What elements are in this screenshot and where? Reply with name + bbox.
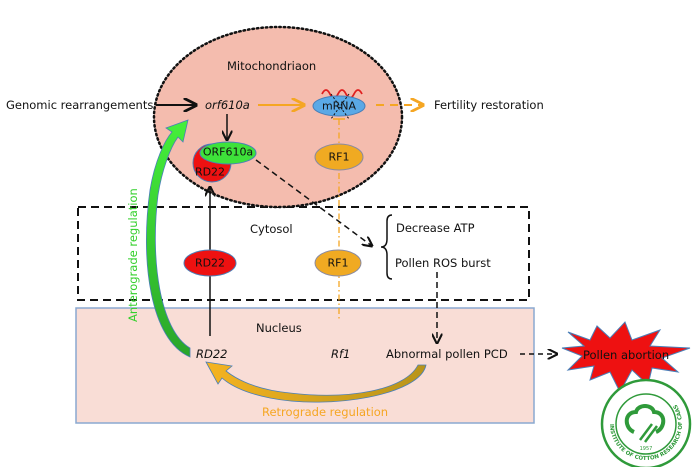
mitochondrion-label: Mitochondriaon bbox=[227, 59, 316, 73]
rd22-gene-label: RD22 bbox=[196, 347, 227, 361]
rd22-complex-label: RD22 bbox=[195, 166, 225, 179]
nucleus-compartment bbox=[75, 307, 535, 424]
orf610a-to-effects-arrow bbox=[255, 159, 372, 246]
genomic-rearrangements-label: Genomic rearrangements bbox=[6, 98, 153, 112]
anterograde-arrow bbox=[146, 119, 191, 358]
mrna-node: mRNA bbox=[312, 93, 366, 120]
logo-year: 1957 bbox=[640, 446, 653, 452]
rf1-gene-label: Rf1 bbox=[331, 347, 350, 361]
orf610a-gene-label: orf610a bbox=[205, 98, 250, 112]
retrograde-arrow bbox=[205, 361, 427, 403]
mitochondrion-compartment bbox=[152, 25, 404, 209]
rf1-cytosol-label: RF1 bbox=[328, 257, 349, 270]
fertility-restoration-label: Fertility restoration bbox=[434, 98, 544, 112]
institute-logo: INSTITUTE OF COTTON RESEARCH OF CAAS 195… bbox=[600, 378, 692, 467]
nucleus-label: Nucleus bbox=[256, 321, 302, 335]
cytosol-label: Cytosol bbox=[250, 222, 293, 236]
brace bbox=[380, 214, 393, 280]
logo-stem-icon bbox=[639, 423, 658, 443]
logo-cotton-icon bbox=[624, 404, 666, 434]
abnormal-pollen-pcd-label: Abnormal pollen PCD bbox=[386, 347, 508, 361]
rf1-cytosol-node: RF1 bbox=[314, 249, 362, 277]
rf1-mito-node: RF1 bbox=[314, 143, 364, 171]
orf610a-protein-label: ORF610a bbox=[203, 146, 253, 159]
rf1-mito-label: RF1 bbox=[329, 151, 350, 164]
retrograde-label: Retrograde regulation bbox=[262, 405, 388, 419]
rd22-cytosol-label: RD22 bbox=[195, 257, 225, 270]
cytosol-compartment bbox=[77, 206, 530, 301]
pollen-ros-burst-label: Pollen ROS burst bbox=[395, 256, 491, 270]
orf610a-rd22-complex: ORF610a RD22 bbox=[192, 141, 257, 183]
pollen-abortion-label: Pollen abortion bbox=[583, 348, 669, 362]
pollen-abortion-starburst: Pollen abortion bbox=[561, 321, 691, 394]
decrease-atp-label: Decrease ATP bbox=[396, 221, 475, 235]
mrna-label: mRNA bbox=[322, 100, 357, 113]
wave-icon bbox=[321, 89, 363, 99]
rd22-cytosol-node: RD22 bbox=[183, 249, 237, 277]
anterograde-label: Anterograde regulation bbox=[126, 188, 140, 322]
